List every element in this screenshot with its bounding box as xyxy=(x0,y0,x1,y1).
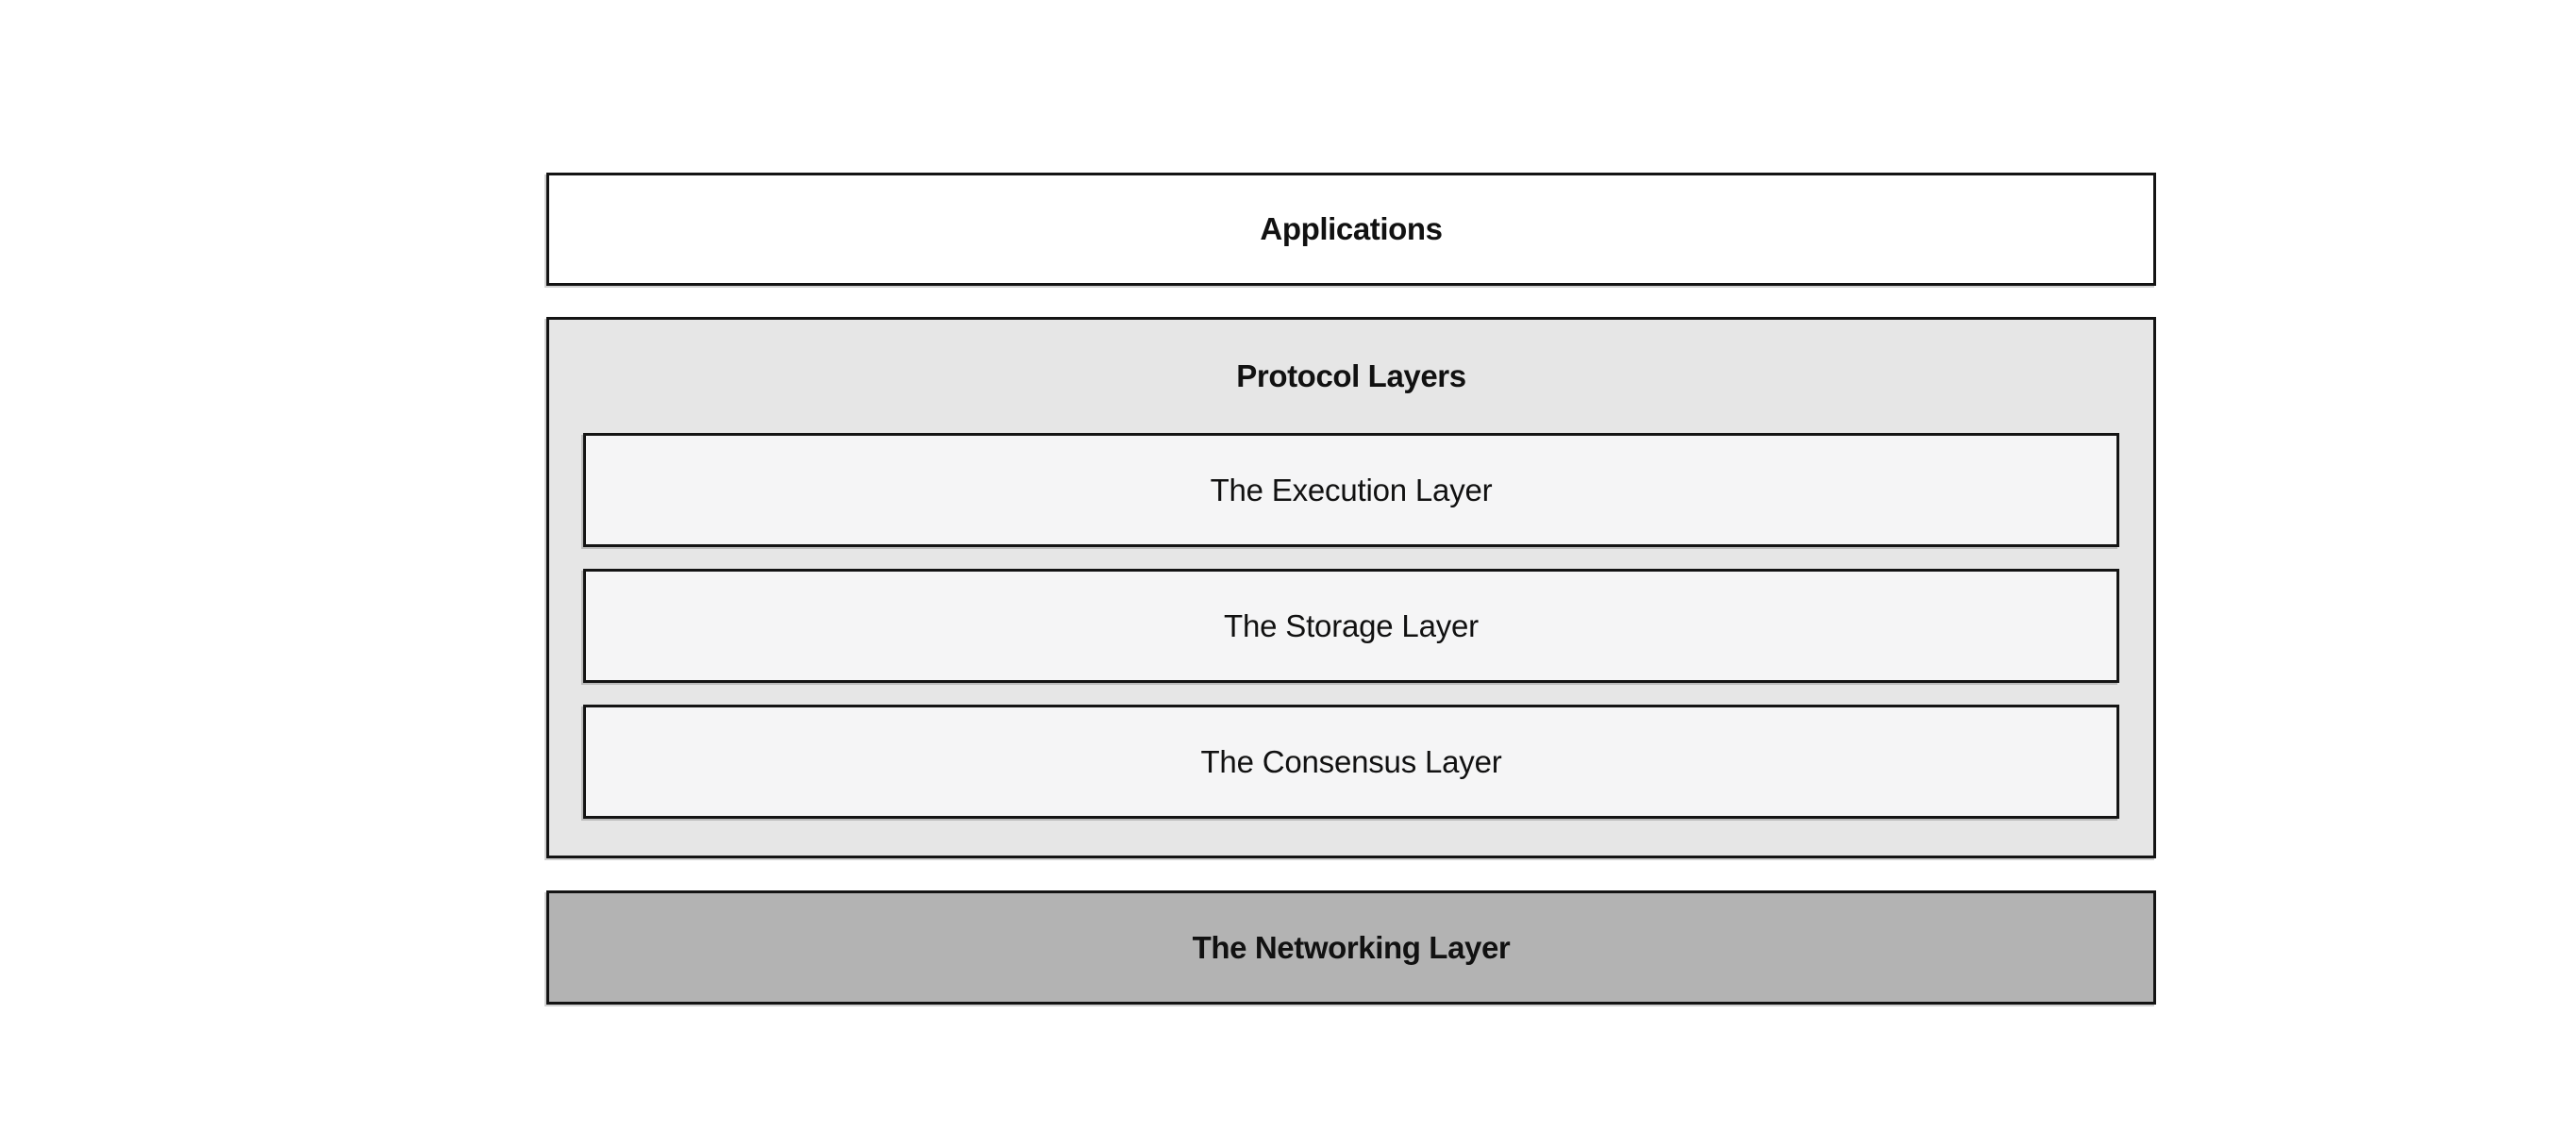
protocol-layers-box: Protocol Layers The Execution Layer The … xyxy=(546,317,2156,858)
applications-box: Applications xyxy=(546,173,2156,286)
storage-layer-label: The Storage Layer xyxy=(1224,607,1479,643)
consensus-layer-box: The Consensus Layer xyxy=(583,705,2119,819)
protocol-layers-title-label: Protocol Layers xyxy=(1236,358,1466,393)
consensus-layer-label: The Consensus Layer xyxy=(1200,743,1502,779)
networking-layer-box: The Networking Layer xyxy=(546,890,2156,1005)
storage-layer-box: The Storage Layer xyxy=(583,569,2119,683)
execution-layer-label: The Execution Layer xyxy=(1210,472,1493,507)
execution-layer-box: The Execution Layer xyxy=(583,433,2119,547)
networking-layer-label: The Networking Layer xyxy=(1192,929,1511,965)
protocol-layers-title: Protocol Layers xyxy=(583,320,2119,433)
applications-label: Applications xyxy=(1260,211,1443,246)
protocol-stack-diagram: Applications Protocol Layers The Executi… xyxy=(546,173,2156,1005)
